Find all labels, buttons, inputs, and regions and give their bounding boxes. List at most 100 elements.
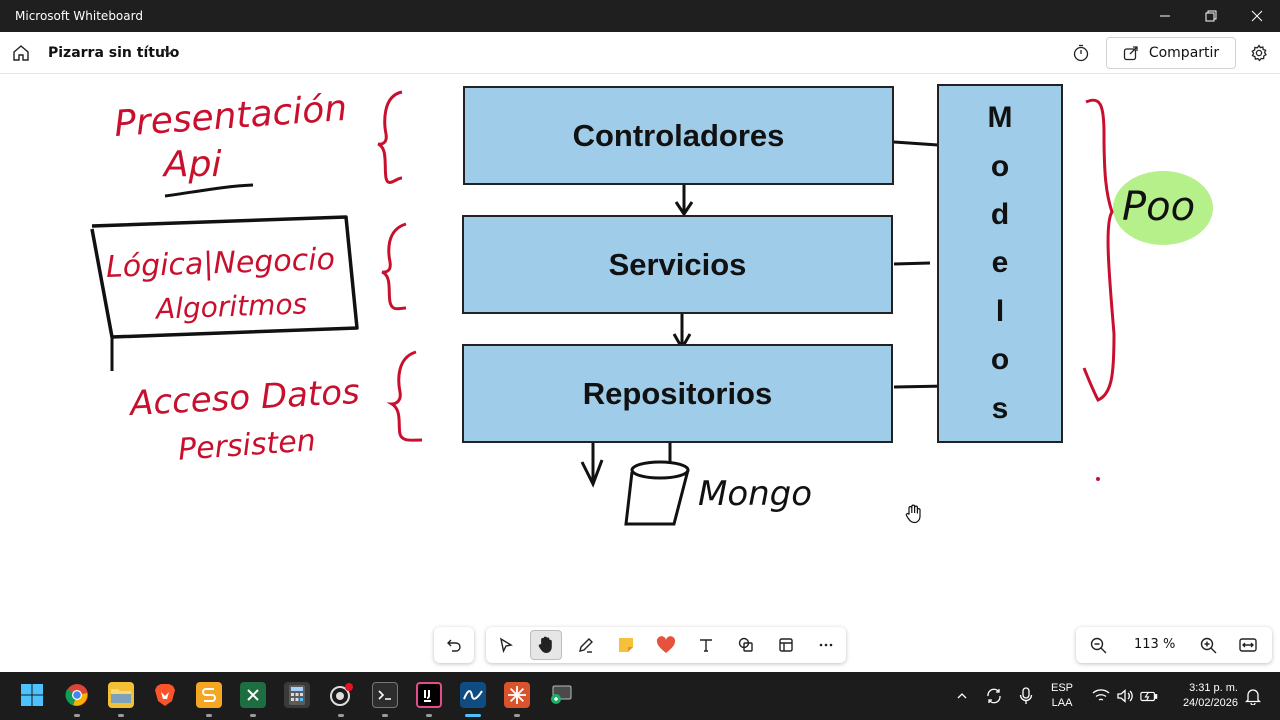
shapes-tool[interactable] (730, 630, 762, 660)
taskbar-intellij[interactable] (416, 682, 442, 708)
text-icon (700, 639, 712, 652)
battery-icon (1140, 691, 1158, 702)
sticky-note-icon (619, 638, 633, 652)
running-indicator (426, 714, 432, 717)
chrome-icon (65, 684, 88, 706)
minimize-button[interactable] (1142, 0, 1188, 32)
zoom-in-icon (1200, 637, 1216, 653)
close-button[interactable] (1234, 0, 1280, 32)
arrow-serv-repo (672, 310, 692, 352)
sync-tray-icon[interactable] (985, 687, 1003, 705)
windows-logo-icon (21, 684, 43, 706)
running-indicator (382, 714, 388, 717)
zoom-in-button[interactable] (1195, 632, 1221, 658)
layer-box-servicios[interactable]: Servicios (462, 215, 893, 314)
running-indicator (118, 714, 124, 717)
taskbar-whiteboard[interactable] (460, 682, 486, 708)
active-app-indicator (465, 714, 481, 717)
taskbar-file-explorer[interactable] (108, 682, 134, 708)
share-label: Compartir (1148, 45, 1220, 61)
wifi-tray-icon[interactable] (1092, 687, 1110, 705)
running-indicator (514, 714, 520, 717)
taskbar-excel[interactable] (240, 682, 266, 708)
select-tool[interactable] (490, 630, 522, 660)
hand-cursor-icon (905, 504, 921, 524)
folder-icon (111, 689, 131, 703)
modelos-letter: d (990, 198, 1010, 232)
notifications-button[interactable] (1244, 687, 1262, 705)
sync-icon (987, 688, 1001, 704)
zoom-out-icon (1090, 637, 1106, 653)
pen-icon (579, 638, 593, 653)
board-title[interactable]: Pizarra sin título (48, 45, 180, 61)
taskbar-sublime[interactable] (196, 682, 222, 708)
app-header: Pizarra sin título Compartir (0, 32, 1280, 74)
notification-bell-icon (1245, 689, 1261, 705)
reactions-tool[interactable] (650, 630, 682, 660)
home-button[interactable] (8, 40, 34, 66)
taskbar-app-burst[interactable] (504, 682, 530, 708)
remote-desktop-icon (551, 685, 572, 704)
taskbar-record[interactable] (328, 682, 354, 708)
battery-tray-icon[interactable] (1140, 687, 1158, 705)
pan-tool[interactable] (530, 630, 562, 660)
show-hidden-icons-button[interactable] (953, 687, 971, 705)
taskbar-calculator[interactable] (284, 682, 310, 708)
minimize-icon (1160, 15, 1170, 17)
volume-tray-icon[interactable] (1116, 687, 1134, 705)
input-language-button[interactable]: ESP LAA (1051, 681, 1073, 711)
whiteboard-canvas[interactable]: Presentación Api Lógica|Negocio Algoritm… (0, 74, 1280, 672)
template-icon (779, 638, 793, 652)
close-icon (1251, 10, 1263, 22)
taskbar-chrome[interactable] (64, 682, 90, 708)
zoom-toolbar (1076, 627, 1272, 663)
templates-tool[interactable] (770, 630, 802, 660)
taskbar-terminal[interactable] (372, 682, 398, 708)
settings-button[interactable] (1246, 40, 1272, 66)
layer-box-repositorios[interactable]: Repositorios (462, 344, 893, 443)
poo-highlight (1113, 171, 1213, 245)
zoom-level[interactable]: 113 % (1134, 637, 1176, 652)
taskbar-clock[interactable]: 3:31 p. m. 24/02/2026 (1170, 681, 1238, 711)
undo-button[interactable] (438, 630, 470, 660)
brace-poo (1082, 98, 1116, 402)
restore-button[interactable] (1188, 0, 1234, 32)
logic-box (90, 215, 359, 339)
fit-to-screen-button[interactable] (1235, 632, 1261, 658)
app-s-icon (202, 688, 216, 702)
running-indicator (206, 714, 212, 717)
more-tools-button[interactable] (810, 630, 842, 660)
api-underline (164, 183, 254, 198)
layer-box-controladores[interactable]: Controladores (463, 86, 894, 185)
shapes-icon (738, 637, 753, 652)
excel-icon (247, 689, 259, 701)
brace-access (386, 350, 423, 442)
brave-lion-icon (155, 684, 175, 706)
chevron-up-icon (957, 693, 967, 699)
tools-toolbar (486, 627, 846, 663)
undo-icon (447, 639, 461, 652)
label-poo: Poo (1122, 184, 1196, 230)
taskbar-brave[interactable] (152, 682, 178, 708)
sticky-note-tool[interactable] (610, 630, 642, 660)
label-mongo: Mongo (698, 474, 813, 514)
pointer-icon (499, 637, 513, 653)
modelos-box[interactable]: M o d e l o s (937, 84, 1063, 443)
taskbar-remote-desktop[interactable] (548, 682, 574, 708)
arrow-ctrl-serv (674, 184, 694, 217)
zoom-out-button[interactable] (1085, 632, 1111, 658)
text-tool[interactable] (690, 630, 722, 660)
restore-icon (1205, 10, 1217, 22)
pen-tool[interactable] (570, 630, 602, 660)
share-button[interactable]: Compartir (1106, 37, 1236, 69)
intellij-icon (424, 690, 431, 702)
heart-icon (656, 636, 676, 653)
calculator-icon (289, 685, 305, 705)
chevron-down-icon[interactable] (162, 44, 176, 58)
start-button[interactable] (19, 682, 45, 708)
microphone-icon (1019, 687, 1033, 704)
undo-toolbar (434, 627, 474, 663)
timer-button[interactable] (1068, 40, 1094, 66)
modelos-letter: l (995, 294, 1005, 328)
microphone-tray-icon[interactable] (1017, 687, 1035, 705)
